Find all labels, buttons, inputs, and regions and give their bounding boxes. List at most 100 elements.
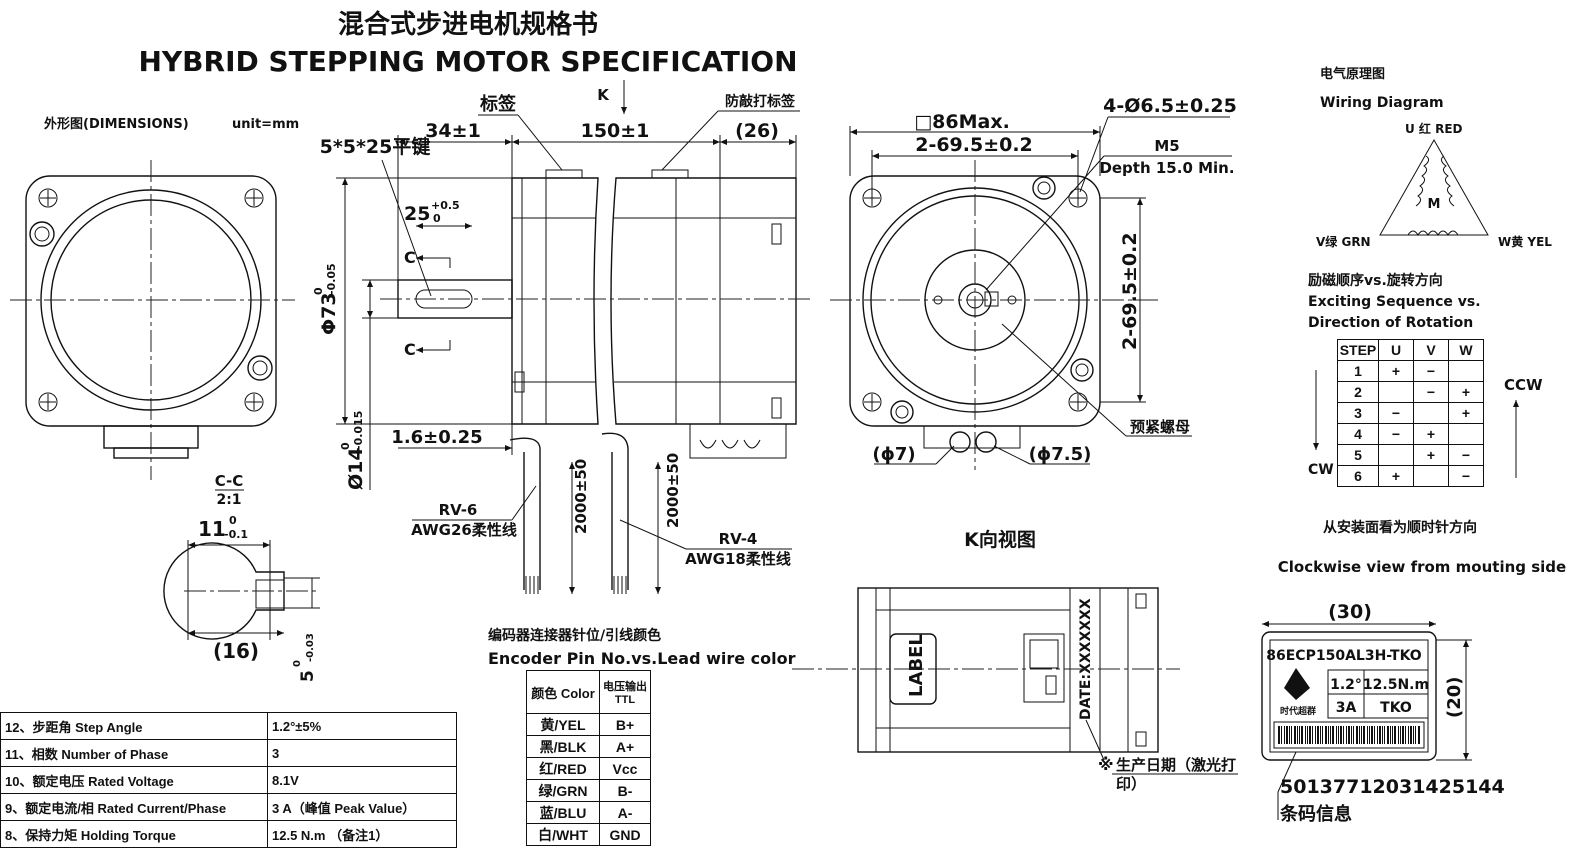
- sequence-cell: +: [1413, 444, 1449, 466]
- barcode-label: 条码信息: [1279, 803, 1352, 825]
- sequence-header: V: [1413, 339, 1449, 361]
- spec-value: 3: [267, 739, 457, 767]
- wire-length-1: 2000±50: [572, 459, 590, 534]
- section-dim-11-tol-lower: -0.1: [224, 528, 248, 541]
- wiring-w: W黄 YEL: [1498, 234, 1552, 249]
- dim-25-tol-lower: 0: [433, 212, 441, 225]
- brand-logo-icon: [1284, 668, 1310, 700]
- table-row: 6+−: [1337, 465, 1484, 487]
- awg26-label: AWG26柔性线: [411, 521, 517, 539]
- spec-value: 8.1V: [267, 766, 457, 794]
- sequence-cell: [1378, 381, 1414, 403]
- sequence-cell: −: [1448, 444, 1484, 466]
- k-view-note-1: 生产日期（激光打: [1116, 756, 1236, 774]
- section-c-c: C-C 2:1 11 0 -0.1 (16) 5 0 -0.03: [163, 472, 320, 682]
- section-scale: 2:1: [216, 492, 241, 508]
- k-view: K向视图 LABEL DATE:XXXXXXX ※ 生产日期（激光打 印）: [792, 528, 1238, 793]
- encoder-header-ttl: 电压输出 TTL: [599, 670, 651, 714]
- sequence-cell: −: [1413, 381, 1449, 403]
- encoder-color: 白/WHT: [526, 823, 600, 846]
- dim-34: 34±1: [425, 120, 481, 142]
- sequence-cell: [1448, 360, 1484, 382]
- dim-1-6: 1.6±0.25: [391, 427, 482, 448]
- sequence-cell: −: [1413, 360, 1449, 382]
- rv6-label: RV-6: [439, 501, 478, 519]
- spec-key: 8、保持力矩 Holding Torque: [0, 820, 268, 848]
- wiring-title-en: Wiring Diagram: [1320, 95, 1444, 111]
- k-view-date: DATE:XXXXXXX: [1078, 598, 1094, 720]
- front-nut: 预紧螺母: [1130, 418, 1190, 436]
- table-row: 5 +−: [1337, 444, 1484, 466]
- sequence-cell: 6: [1337, 465, 1379, 487]
- nameplate: (30) 86ECP150AL3H-TKO 1.2° 12.5N.m 3A TK…: [1261, 601, 1505, 825]
- wiring-v: V绿 GRN: [1316, 234, 1371, 249]
- phi14: Ø14: [345, 447, 367, 490]
- sequence-cell: +: [1378, 360, 1414, 382]
- section-dim-11-tol-upper: 0: [229, 514, 237, 527]
- sequence-title-cn: 励磁顺序vs.旋转方向: [1308, 272, 1443, 289]
- k-view-label-text: LABEL: [906, 634, 927, 697]
- sequence-table: STEP U V W 1+− 2−+ 3−+ 4−+ 5+− 6+−: [1337, 339, 1484, 487]
- anti-tag: 防敲打标签: [725, 93, 796, 110]
- sequence-header: W: [1448, 339, 1484, 361]
- sequence-cell: +: [1448, 381, 1484, 403]
- encoder-signal: A-: [599, 801, 651, 824]
- table-row: 2 −+: [1337, 381, 1484, 403]
- spec-value: 3 A（峰值 Peak Value）: [267, 793, 457, 821]
- barcode-icon: [1273, 721, 1425, 749]
- spec-key: 10、额定电压 Rated Voltage: [0, 766, 268, 794]
- wiring-m: M: [1428, 197, 1441, 212]
- dim-25-tol-upper: +0.5: [431, 199, 460, 212]
- front-square-86: □86Max.: [914, 111, 1010, 133]
- table-row: 1+−: [1337, 360, 1484, 382]
- front-holes: 4-Ø6.5±0.25: [1103, 95, 1237, 117]
- sequence-ccw: CCW: [1504, 376, 1543, 394]
- k-mark: K: [597, 86, 610, 104]
- spec-key: 9、额定电流/相 Rated Current/Phase: [0, 793, 268, 821]
- section-name: C-C: [215, 472, 244, 490]
- dim-26: (26): [735, 120, 779, 142]
- end-view: [10, 160, 295, 480]
- encoder-color: 蓝/BLU: [526, 801, 600, 824]
- front-phi7-5: (ϕ7.5): [1029, 444, 1092, 465]
- sequence-header: U: [1378, 339, 1414, 361]
- side-view: 5*5*25平键 34±1 标签 K 防敲打标签 150±1 (26) 2: [312, 80, 810, 594]
- sequence-cell: 5: [1337, 444, 1379, 466]
- dim-150: 150±1: [581, 120, 650, 142]
- sequence-cell: 2: [1337, 381, 1379, 403]
- wire-length-2: 2000±50: [664, 453, 682, 528]
- nameplate-current: 3A: [1336, 700, 1357, 716]
- section-dim-5-tol-upper: 0: [292, 660, 303, 667]
- k-view-note-2: 印）: [1116, 775, 1146, 793]
- front-m5: M5: [1154, 137, 1179, 155]
- encoder-color: 红/RED: [526, 757, 600, 780]
- encoder-signal: GND: [599, 823, 651, 846]
- nameplate-code: TKO: [1380, 700, 1412, 716]
- encoder-signal: B+: [599, 713, 651, 736]
- section-dim-16: (16): [213, 639, 259, 663]
- sequence-cell: [1378, 444, 1414, 466]
- sequence-cell: 3: [1337, 402, 1379, 424]
- section-dim-11: 11: [198, 517, 226, 541]
- key-label: 5*5*25平键: [320, 135, 431, 158]
- phi73-tol-lower: -0.05: [325, 263, 338, 295]
- k-view-note-mark: ※: [1098, 755, 1114, 774]
- awg18-label: AWG18柔性线: [685, 550, 791, 568]
- front-depth: Depth 15.0 Min.: [1099, 159, 1234, 177]
- sequence-note-cn: 从安装面看为顺时针方向: [1323, 519, 1477, 536]
- encoder-signal: Vcc: [599, 757, 651, 780]
- encoder-title-en: Encoder Pin No.vs.Lead wire color: [488, 649, 796, 668]
- dim-25: 25: [404, 203, 430, 225]
- section-dim-5-tol-lower: -0.03: [305, 633, 316, 662]
- spec-key: 11、相数 Number of Phase: [0, 739, 268, 767]
- sequence-cell: [1413, 402, 1449, 424]
- nameplate-angle: 1.2°: [1330, 677, 1362, 693]
